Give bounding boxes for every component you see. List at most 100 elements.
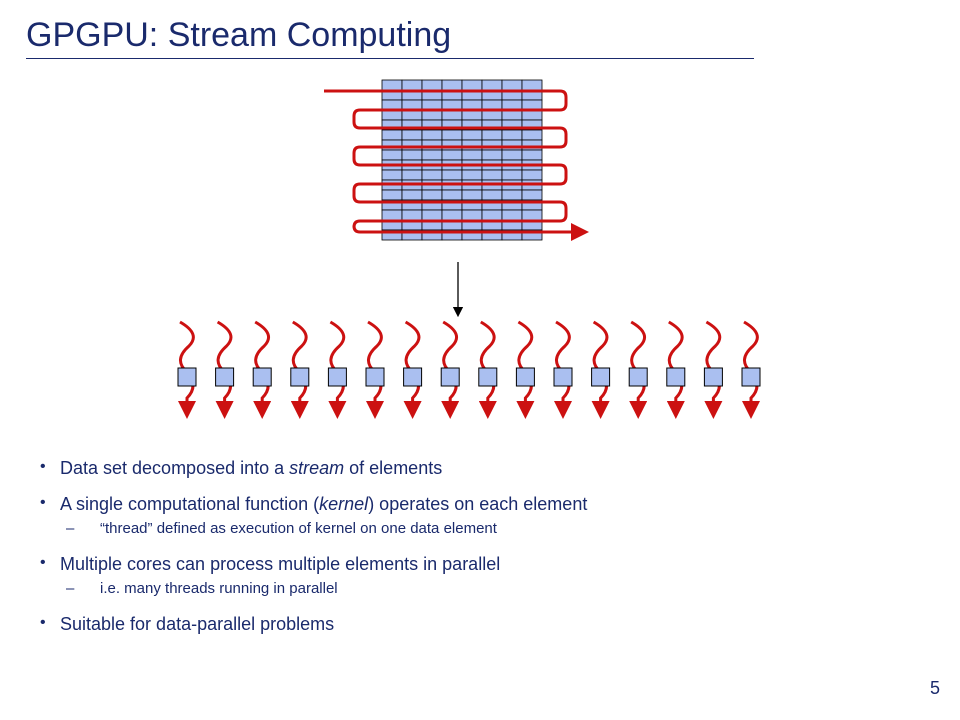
grid-cell [521,169,543,181]
grid-cell [401,129,423,141]
grid-cell [401,79,423,91]
grid-cell [501,129,523,141]
bullet-text: A single computational function ( [60,494,320,514]
thread [290,320,310,419]
stream-element [365,367,385,387]
grid-cell [461,209,483,221]
bullet-item: A single computational function (kernel)… [40,491,924,516]
grid-cell [481,189,503,201]
stream-element [215,367,235,387]
thread [327,320,347,419]
bullet-text: Data set decomposed into a [60,458,290,478]
thread [666,320,686,419]
thread-arrow [629,320,648,419]
stream-element [478,367,498,387]
thread [215,320,235,419]
grid-cell [401,169,423,181]
grid-cell [521,79,543,91]
thread-arrow [366,320,384,419]
thread-arrow [591,320,610,419]
grid-cell [421,79,443,91]
stream-element [515,367,535,387]
stream-element [628,367,648,387]
thread-arrow [328,320,347,419]
grid-cell [381,129,403,141]
thread [177,320,197,419]
grid-cell [441,79,463,91]
thread-arrow [516,320,535,419]
thread [365,320,385,419]
thread [703,320,723,419]
thread [478,320,498,419]
grid-cell [441,209,463,221]
page-number: 5 [929,678,940,698]
stream-element [327,367,347,387]
grid-cell [501,149,523,161]
thread-arrow [403,320,422,419]
grid-cell [421,209,443,221]
grid-cell [481,129,503,141]
thread [252,320,272,419]
bullet-text: “thread” defined as execution of kernel … [100,520,497,537]
grid-cell [481,149,503,161]
grid-cell [521,229,543,241]
sub-bullet-dash: – [66,520,75,537]
sub-bullet-item: – “thread” defined as execution of kernel… [44,518,924,540]
bullet-text: Multiple cores can process multiple elem… [60,554,501,574]
bullet-text: of elements [344,458,443,478]
thread-arrow [704,320,723,419]
stream-element [440,367,460,387]
grid-cell [461,79,483,91]
thread-arrow [178,320,196,419]
thread [553,320,573,419]
thread-arrow [478,320,497,419]
thread-arrow [742,320,760,419]
grid-cell [381,209,403,221]
bullet-list: Data set decomposed into a stream of ele… [40,455,924,636]
stream-element [177,367,197,387]
grid-cell [461,189,483,201]
stream-element [591,367,611,387]
thread [440,320,460,419]
grid-cell [481,79,503,91]
grid-cell [521,209,543,221]
grid-cell [401,209,423,221]
stream-element [403,367,423,387]
grid-cell [421,189,443,201]
stream-element [252,367,272,387]
stream-diagram [177,79,761,419]
data-grid [381,79,543,241]
stream-element [741,367,761,387]
grid-cell [501,169,523,181]
stream-element [666,367,686,387]
serial-traversal-path [324,89,589,241]
title-underline [26,58,754,59]
grid-cell [401,189,423,201]
sub-bullet-dash: – [66,580,75,597]
grid-cell [501,79,523,91]
stream-element [553,367,573,387]
grid-cell [421,169,443,181]
thread-arrow [215,320,234,419]
bullet-item: Data set decomposed into a stream of ele… [40,455,924,480]
grid-cell [441,189,463,201]
grid-cell [381,169,403,181]
thread-arrow [253,320,272,419]
thread [628,320,648,419]
thread-arrow [290,320,309,419]
serpentine-arrow [324,89,589,241]
stream-elements [177,320,761,419]
thread-arrow [554,320,572,419]
grid-cell [521,129,543,141]
grid-cell [441,149,463,161]
emphasis-text: stream [289,458,345,478]
thread [515,320,535,419]
grid-cell [441,169,463,181]
bullet-item: Multiple cores can process multiple elem… [40,551,924,576]
emphasis-text: kernel [319,494,369,514]
grid-cell [521,189,543,201]
grid-cell [421,129,443,141]
grid-cell [461,129,483,141]
stream-element [703,367,723,387]
grid-cell [381,189,403,201]
